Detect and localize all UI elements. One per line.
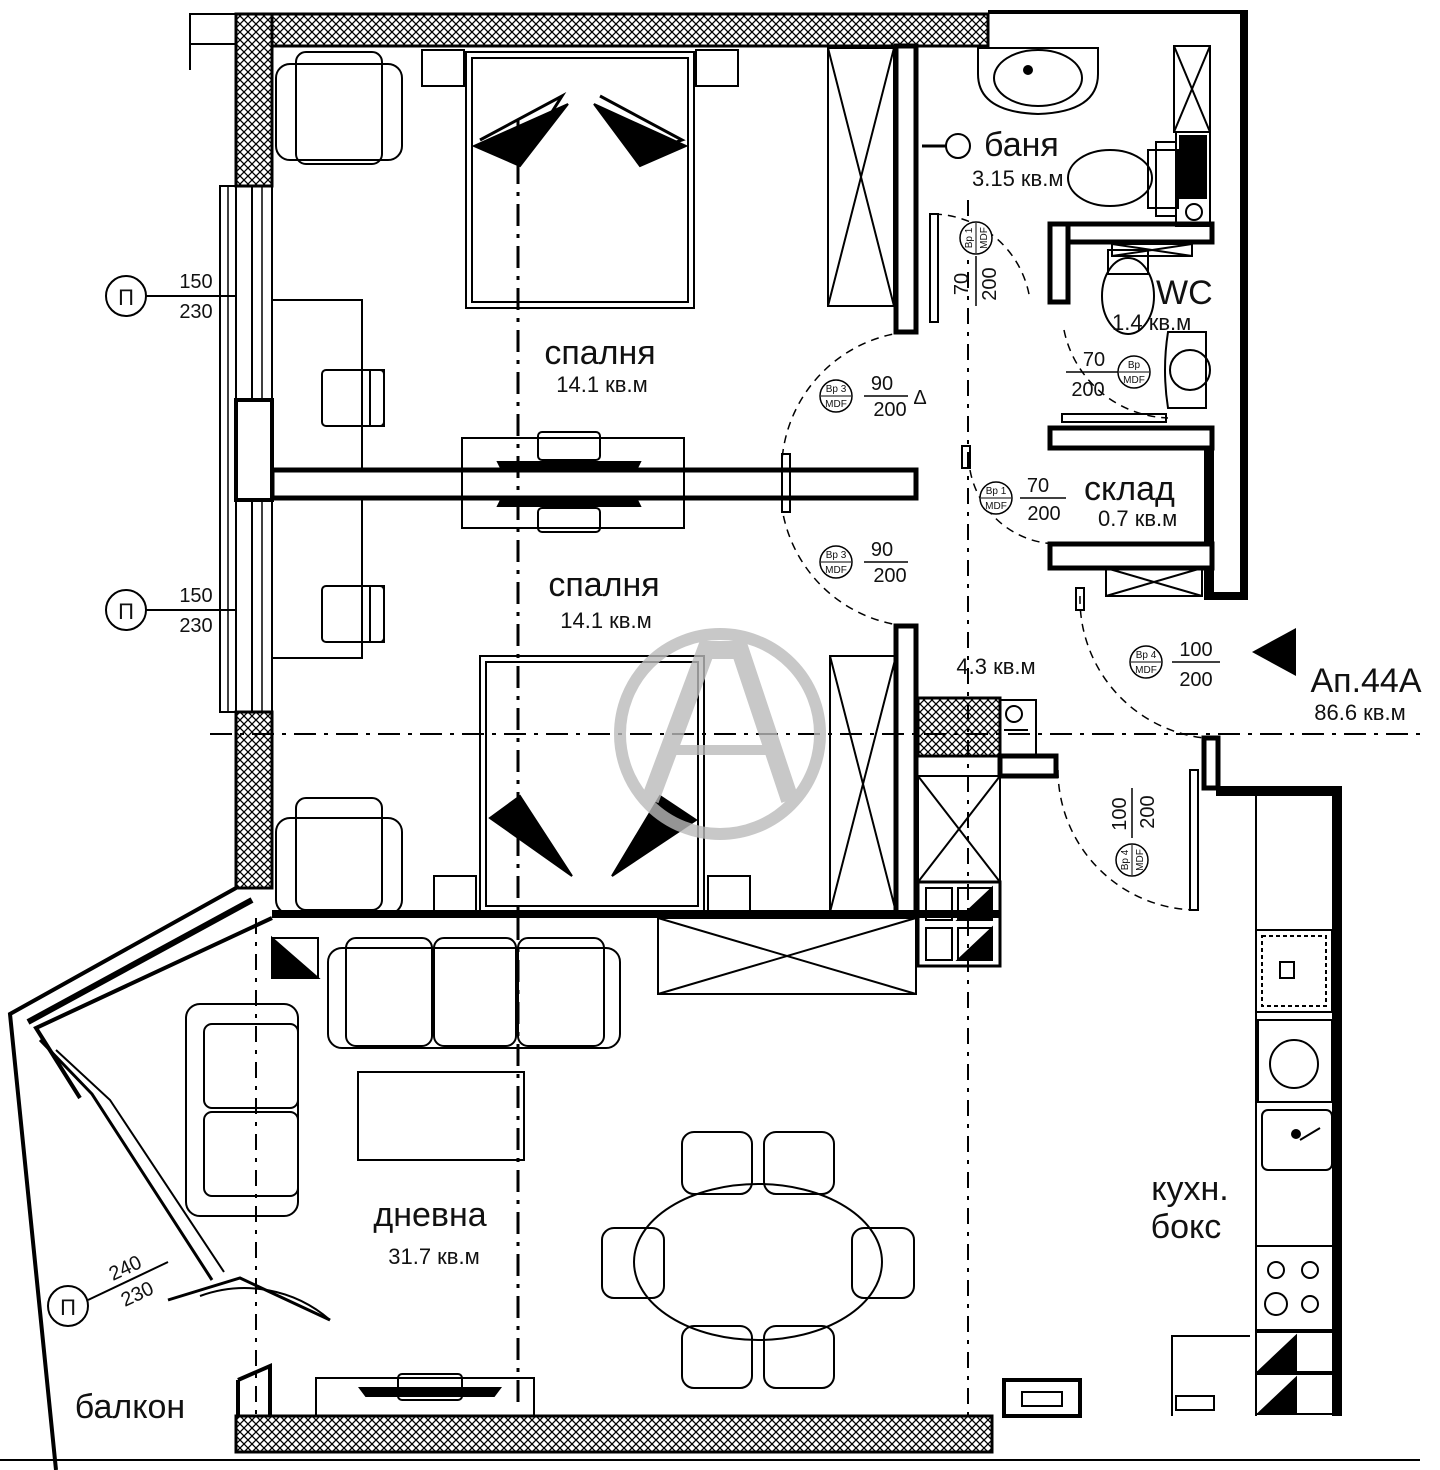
left-windows [189,13,274,713]
door-tag-6: Вр 4 MDF 100 200 [1129,639,1220,691]
kitchen-label-line1: кухн. [1151,1170,1228,1208]
door-height: 200 [1179,669,1212,691]
door-width: 100 [1109,797,1131,830]
bathroom-name: баня [984,126,1059,164]
bedroom2-name: спалня [548,566,659,604]
door-width: 70 [951,273,973,295]
door-swings [781,213,1205,911]
window-marker-2: П 150 230 [105,585,236,637]
door-tag-4: Вр 1 MDF 70 200 [951,221,1001,306]
living-furniture [185,917,917,1417]
door-material: MDF [985,501,1007,512]
kitchen-label-line2: бокс [1151,1208,1222,1246]
door-material: MDF [1135,849,1146,871]
living-name: дневна [373,1196,486,1234]
door-code: Вр 3 [826,384,847,395]
window-pier [234,398,274,502]
shaft-hatched [916,696,1002,758]
door-material: MDF [1135,665,1157,676]
door-material: MDF [1123,375,1145,386]
door-material: MDF [825,399,847,410]
door-material: MDF [979,227,990,249]
bedroom1-furniture [272,47,895,533]
door-leaves [781,213,1199,911]
door-width: 70 [1027,475,1049,497]
door-height: 200 [1137,795,1159,828]
window-width: 150 [179,585,212,607]
bedroom2-furniture [272,498,897,915]
top-wall-hatched [234,12,990,48]
balcony-name: балкон [75,1388,185,1426]
window-height: 230 [179,615,212,637]
service-shaft [916,699,1037,968]
living-area: 31.7 кв.м [388,1244,479,1269]
bathroom-area: 3.15 кв.м [972,166,1063,191]
door-code: Вр 1 [986,486,1007,497]
door-material: MDF [825,565,847,576]
kitchen-units [1002,796,1335,1418]
window-marker-3: П 240 230 [47,1252,169,1327]
door-tag-1: Вр 3 MDF 90 200 Δ [819,373,927,421]
window-mark-text: П [60,1295,76,1320]
wc-name: WC [1156,274,1213,312]
door-code: Вр 4 [1136,650,1157,661]
storage-name: склад [1084,470,1175,508]
window-mark-text: П [118,285,134,310]
watermark-logo [614,628,826,840]
door-code: Вр 1 [964,227,975,248]
door-tag-3: Вр 1 MDF 70 200 [979,475,1066,525]
door-height: 200 [1071,379,1104,401]
door-width: 90 [871,539,893,561]
balcony-area [0,886,1420,1470]
window-mark-text: П [118,599,134,624]
door-tag-5: Вр MDF 70 200 [1066,349,1151,401]
bedroom1-name: спалня [544,334,655,372]
apartment-name: Ап.44А [1310,662,1421,700]
left-pier-top [234,12,274,188]
door-width: 90 [871,373,893,395]
door-height: 200 [1027,503,1060,525]
door-height: 200 [979,267,1001,300]
window-width: 150 [179,271,212,293]
apartment-area: 86.6 кв.м [1314,700,1405,725]
wc-area: 1.4 кв.м [1112,310,1191,335]
hall-area: 4.3 кв.м [956,654,1035,679]
bottom-wall-hatched [234,1414,994,1454]
window-marker-1: П 150 230 [105,271,236,323]
door-code: Вр [1128,360,1141,371]
door-width: 70 [1083,349,1105,371]
entrance-arrow-icon [1252,628,1296,676]
door-width: 100 [1179,639,1212,661]
window-height: 230 [179,301,212,323]
bedroom-divider-wall [269,467,919,501]
door-tag-7: Вр 4 MDF 100 200 [1109,788,1159,877]
door-triangle-mark: Δ [913,387,926,409]
bedroom2-area: 14.1 кв.м [560,608,651,633]
door-height: 200 [873,565,906,587]
door-tag-2: Вр 3 MDF 90 200 [819,539,908,587]
door-code: Вр 4 [1120,849,1131,870]
bedroom1-area: 14.1 кв.м [556,372,647,397]
storage-area: 0.7 кв.м [1098,506,1177,531]
window-width: 240 [106,1252,146,1286]
left-pier-bottom [234,710,274,890]
wet-room-fixtures [922,45,1211,597]
door-code: Вр 3 [826,550,847,561]
door-height: 200 [873,399,906,421]
